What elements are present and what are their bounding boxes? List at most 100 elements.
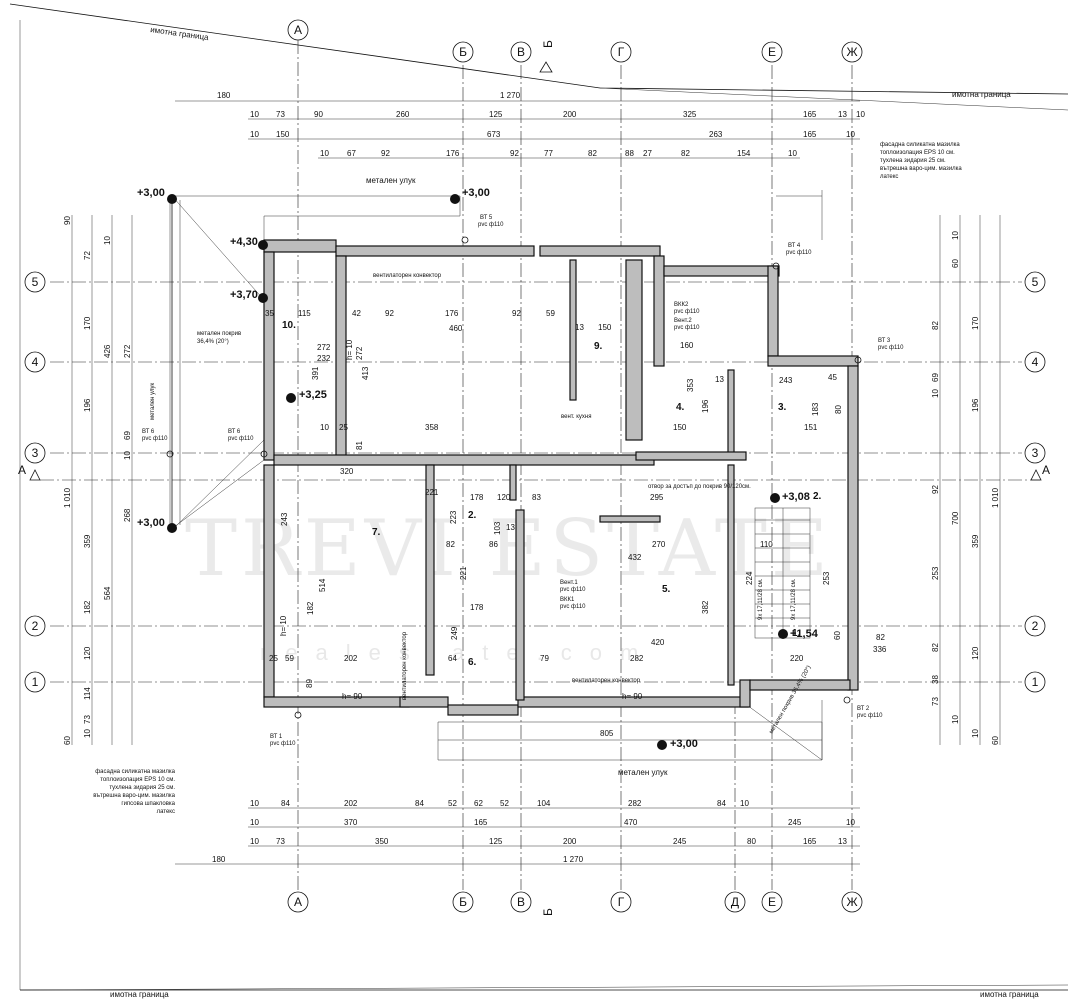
svg-text:182: 182 [83,600,92,614]
pipe-name: ВТ 6 [228,429,241,435]
svg-text:60: 60 [951,259,960,268]
svg-text:27: 27 [643,149,652,158]
svg-text:150: 150 [673,423,687,432]
svg-text:10: 10 [788,149,797,158]
svg-text:353: 353 [686,378,695,392]
axis-label: 5 [32,275,39,289]
axis-bubble [761,891,783,913]
level-label: +3,00 [462,187,490,199]
vent-kitchen-label: вент. кухня [561,414,591,420]
level-label: +3,00 [137,517,165,529]
svg-text:82: 82 [876,633,885,642]
svg-text:10: 10 [123,451,132,460]
svg-text:104: 104 [537,799,551,808]
svg-text:45: 45 [828,373,837,382]
svg-text:84: 84 [281,799,290,808]
svg-text:359: 359 [83,534,92,548]
svg-text:178: 178 [470,603,484,612]
svg-text:35: 35 [265,309,274,318]
svg-text:h= 90: h= 90 [622,692,643,701]
svg-text:10: 10 [103,236,112,245]
axis-bubble [841,41,863,63]
svg-text:413: 413 [361,366,370,380]
room-number: 7. [372,527,381,538]
svg-text:426: 426 [103,344,112,358]
stairs-label: 9х 17,11/28 см. [758,578,764,620]
svg-text:42: 42 [352,309,361,318]
svg-text:200: 200 [563,110,577,119]
svg-text:359: 359 [971,534,980,548]
room-number: 4. [676,402,685,413]
property-boundary [9,3,1069,991]
svg-text:77: 77 [544,149,553,158]
svg-text:249: 249 [450,626,459,640]
svg-text:10: 10 [740,799,749,808]
svg-text:460: 460 [449,324,463,333]
axis-label: 2 [32,619,39,633]
svg-text:170: 170 [971,316,980,330]
axis-grid [40,40,1040,890]
axis-label: 5 [1032,275,1039,289]
axis-bubble [841,891,863,913]
room-number: 5. [662,584,671,595]
pipes: ВТ 5 рvc ф110 ВТ 4 рvc ф110 ВТ 3 рvc ф11… [142,215,904,747]
svg-text:67: 67 [347,149,356,158]
pipe-spec: рvc ф110 [560,587,586,593]
svg-text:260: 260 [396,110,410,119]
svg-text:196: 196 [83,398,92,412]
section-mark-top: Б [541,40,555,48]
axis-label: 2 [1032,619,1039,633]
svg-text:латекс: латекс [157,809,175,815]
axis-label: Е [768,45,776,59]
room-number: 1. [792,628,801,639]
pipe-name: Вент.1 [560,580,578,586]
svg-text:59: 59 [285,654,294,663]
level-markers: +3,00 +3,00 +4,30 +3,70 +3,25 +3,00 +3,0… [137,187,819,750]
svg-text:84: 84 [415,799,424,808]
svg-text:470: 470 [624,818,638,827]
svg-text:115: 115 [298,309,311,318]
svg-text:82: 82 [588,149,597,158]
svg-text:221: 221 [425,488,439,497]
svg-text:79: 79 [540,654,549,663]
svg-text:89: 89 [305,679,314,688]
svg-text:325: 325 [683,110,697,119]
svg-text:268: 268 [123,508,132,522]
svg-text:92: 92 [931,485,940,494]
staircase [754,507,811,639]
svg-text:88: 88 [625,149,634,158]
svg-text:178: 178 [470,493,484,502]
level-marker-icon [258,293,268,303]
axis-bubble [724,891,746,913]
svg-text:253: 253 [931,566,940,580]
svg-text:182: 182 [306,601,315,615]
room-number: 10. [282,320,296,331]
svg-text:60: 60 [63,736,72,745]
svg-text:370: 370 [344,818,358,827]
pipe-spec: рvc ф110 [857,713,883,719]
axis-label: А [294,895,302,909]
dimension-lines-sides [71,215,1001,745]
svg-text:150: 150 [598,323,612,332]
pipe-name: ВКК2 [674,302,689,308]
svg-text:25: 25 [269,654,278,663]
svg-text:120: 120 [971,646,980,660]
roof-label: метален покрив [197,331,241,337]
svg-text:245: 245 [788,818,802,827]
svg-text:432: 432 [628,553,642,562]
pipe-spec: рvc ф110 [786,250,812,256]
watermark-sub: realestate.com [260,640,656,665]
svg-text:86: 86 [489,540,498,549]
axis-label: Ж [846,45,857,59]
svg-text:232: 232 [317,354,331,363]
level-marker-icon [770,493,780,503]
svg-text:10: 10 [250,837,259,846]
svg-text:272: 272 [123,344,132,358]
dimension-text-top: 180 1 270 10 73 90 260 125 200 325 165 1… [217,91,865,158]
svg-text:90: 90 [63,216,72,225]
svg-text:73: 73 [83,715,92,724]
axis-bubble [287,891,309,913]
axis-bubbles-bottom: А Б В Г Д Е Ж Б [287,891,863,916]
level-label: +3,00 [670,738,698,750]
